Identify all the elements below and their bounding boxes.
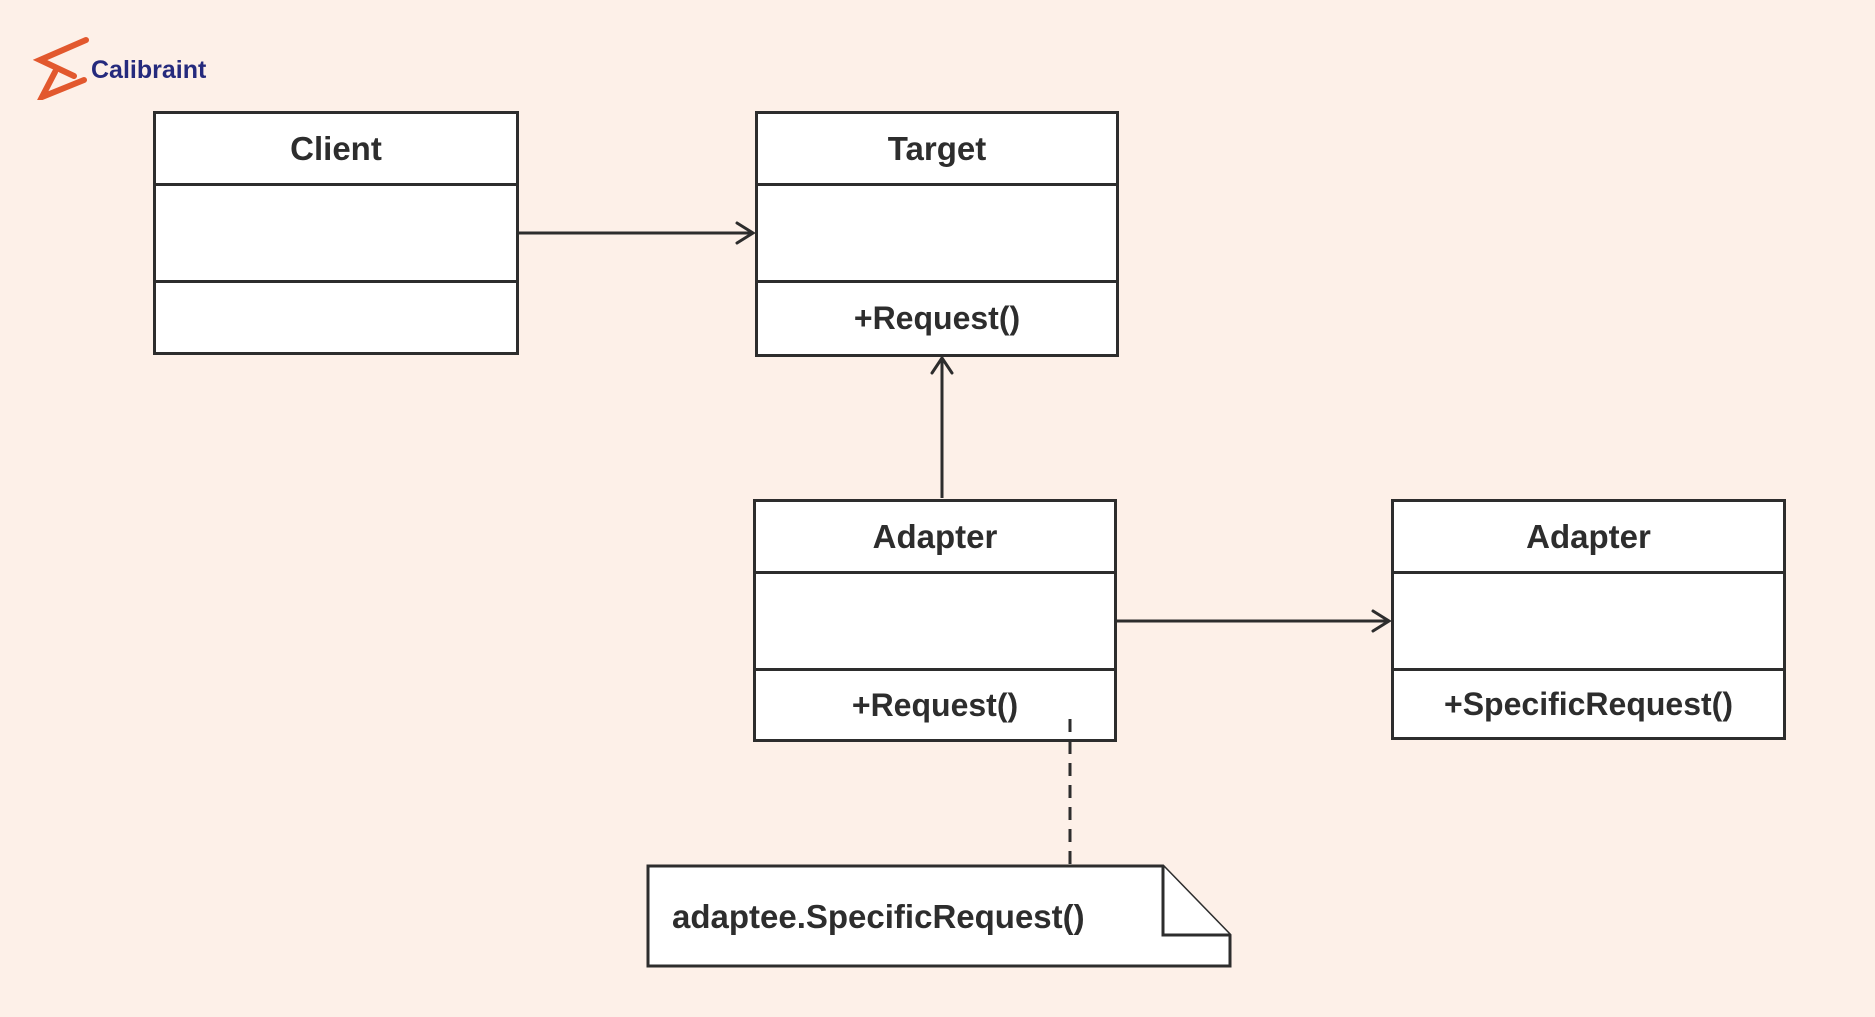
class-box-adaptee: Adapter +SpecificRequest() [1391, 499, 1786, 740]
note-text: adaptee.SpecificRequest() [672, 897, 1085, 935]
adapter-to-adaptee-arrow [1117, 609, 1392, 633]
class-title: Target [758, 114, 1116, 186]
calibraint-zigzag-icon [33, 37, 89, 100]
class-box-adapter: Adapter +Request() [753, 499, 1117, 742]
class-methods-section [156, 283, 516, 352]
client-to-target-arrow [519, 221, 756, 245]
class-method-label: +SpecificRequest() [1444, 685, 1733, 722]
class-attributes-section [756, 574, 1114, 671]
class-title: Adapter [756, 502, 1114, 574]
class-box-target: Target +Request() [755, 111, 1119, 357]
class-title: Adapter [1394, 502, 1783, 574]
class-method-label: +Request() [853, 300, 1021, 336]
note-fold-corner [1161, 866, 1230, 937]
class-attributes-section [758, 186, 1116, 283]
class-title: Client [156, 114, 516, 186]
class-box-client: Client [153, 111, 519, 355]
class-attributes-section [1394, 574, 1783, 671]
brand-name: Calibraint [91, 55, 207, 84]
adapter-to-target-arrow [930, 355, 954, 498]
class-attributes-section [156, 186, 516, 283]
class-method-label: +Request() [851, 686, 1019, 723]
brand-logo: Calibraint [33, 36, 206, 100]
